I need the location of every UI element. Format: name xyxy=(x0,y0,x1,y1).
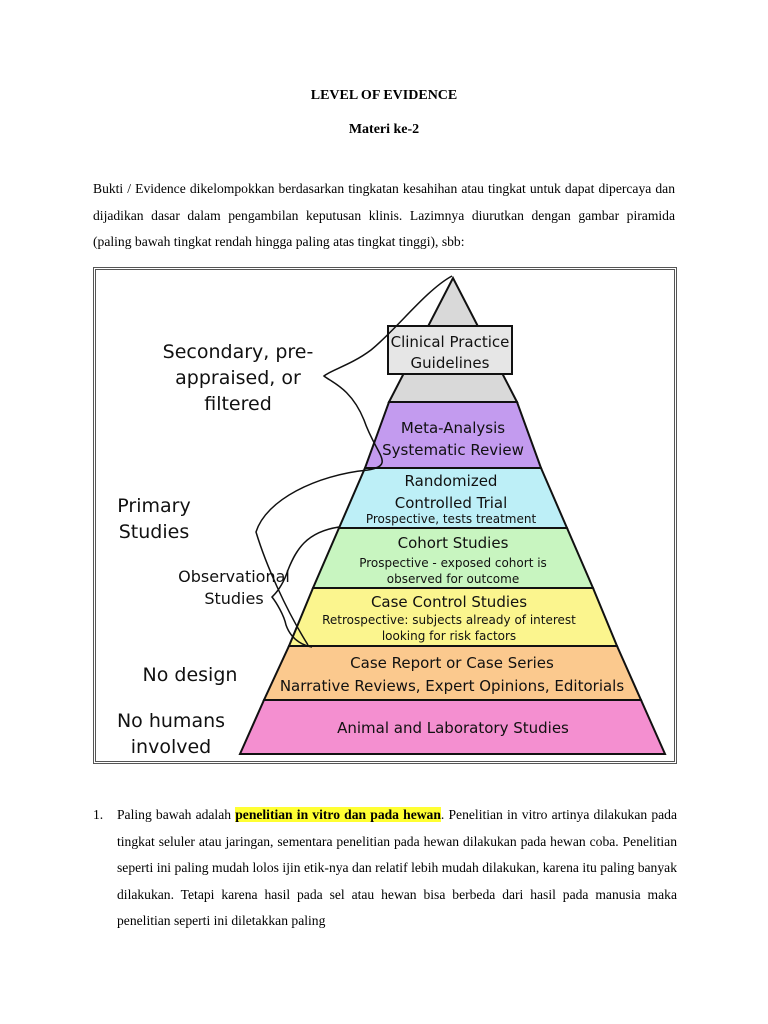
list-item-highlight: penelitian in vitro dan pada hewan xyxy=(235,807,441,822)
pyramid-svg: Clinical Practice Guidelines Meta-Analys… xyxy=(117,275,667,758)
observational-label-2: Studies xyxy=(204,589,263,608)
secondary-label-1: Secondary, pre- xyxy=(163,341,314,363)
level-2-line2: Systematic Review xyxy=(382,441,524,459)
document-subtitle: Materi ke-2 xyxy=(348,122,420,137)
level-5-line2: Retrospective: subjects already of inter… xyxy=(322,613,576,627)
level-1-line1: Clinical Practice xyxy=(391,333,510,351)
level-3-line3: Prospective, tests treatment xyxy=(366,512,537,526)
primary-label-1: Primary xyxy=(117,495,190,517)
secondary-label-3: filtered xyxy=(204,393,272,415)
level-5-line3: looking for risk factors xyxy=(382,629,516,643)
level-1-line2: Guidelines xyxy=(411,354,490,372)
list-item-text-after: . Penelitian in vitro artinya dilakukan … xyxy=(117,807,677,928)
level-3-line2: Controlled Trial xyxy=(395,494,508,512)
document-title: LEVEL OF EVIDENCE xyxy=(310,88,458,103)
secondary-brace xyxy=(322,275,453,471)
level-4-line2: Prospective - exposed cohort is xyxy=(359,556,547,570)
level-6-line2: Narrative Reviews, Expert Opinions, Edit… xyxy=(280,677,625,695)
no-design-label: No design xyxy=(143,664,238,686)
level-5-line1: Case Control Studies xyxy=(371,593,527,611)
level-4-line3: observed for outcome xyxy=(387,572,519,586)
level-6-line1: Case Report or Case Series xyxy=(350,654,554,672)
level-3-line1: Randomized xyxy=(405,472,498,490)
secondary-label-2: appraised, or xyxy=(175,367,301,389)
list-item-number: 1. xyxy=(93,807,104,822)
no-humans-label-1: No humans xyxy=(117,710,225,732)
level-2-line1: Meta-Analysis xyxy=(401,419,505,437)
list-item-text: Paling bawah adalah penelitian in vitro … xyxy=(117,802,677,935)
intro-paragraph: Bukti / Evidence dikelompokkan berdasark… xyxy=(93,181,675,249)
level-7-line1: Animal and Laboratory Studies xyxy=(337,719,569,737)
list-item-text-before: Paling bawah adalah xyxy=(117,807,236,822)
no-humans-label-2: involved xyxy=(131,736,211,758)
guidelines-box xyxy=(387,325,513,375)
observational-brace xyxy=(270,526,340,648)
primary-label-2: Studies xyxy=(119,521,189,543)
primary-brace xyxy=(255,469,369,646)
evidence-pyramid-figure: Clinical Practice Guidelines Meta-Analys… xyxy=(93,267,677,764)
observational-label-1: Observational xyxy=(178,567,290,586)
level-4-line1: Cohort Studies xyxy=(398,534,509,552)
